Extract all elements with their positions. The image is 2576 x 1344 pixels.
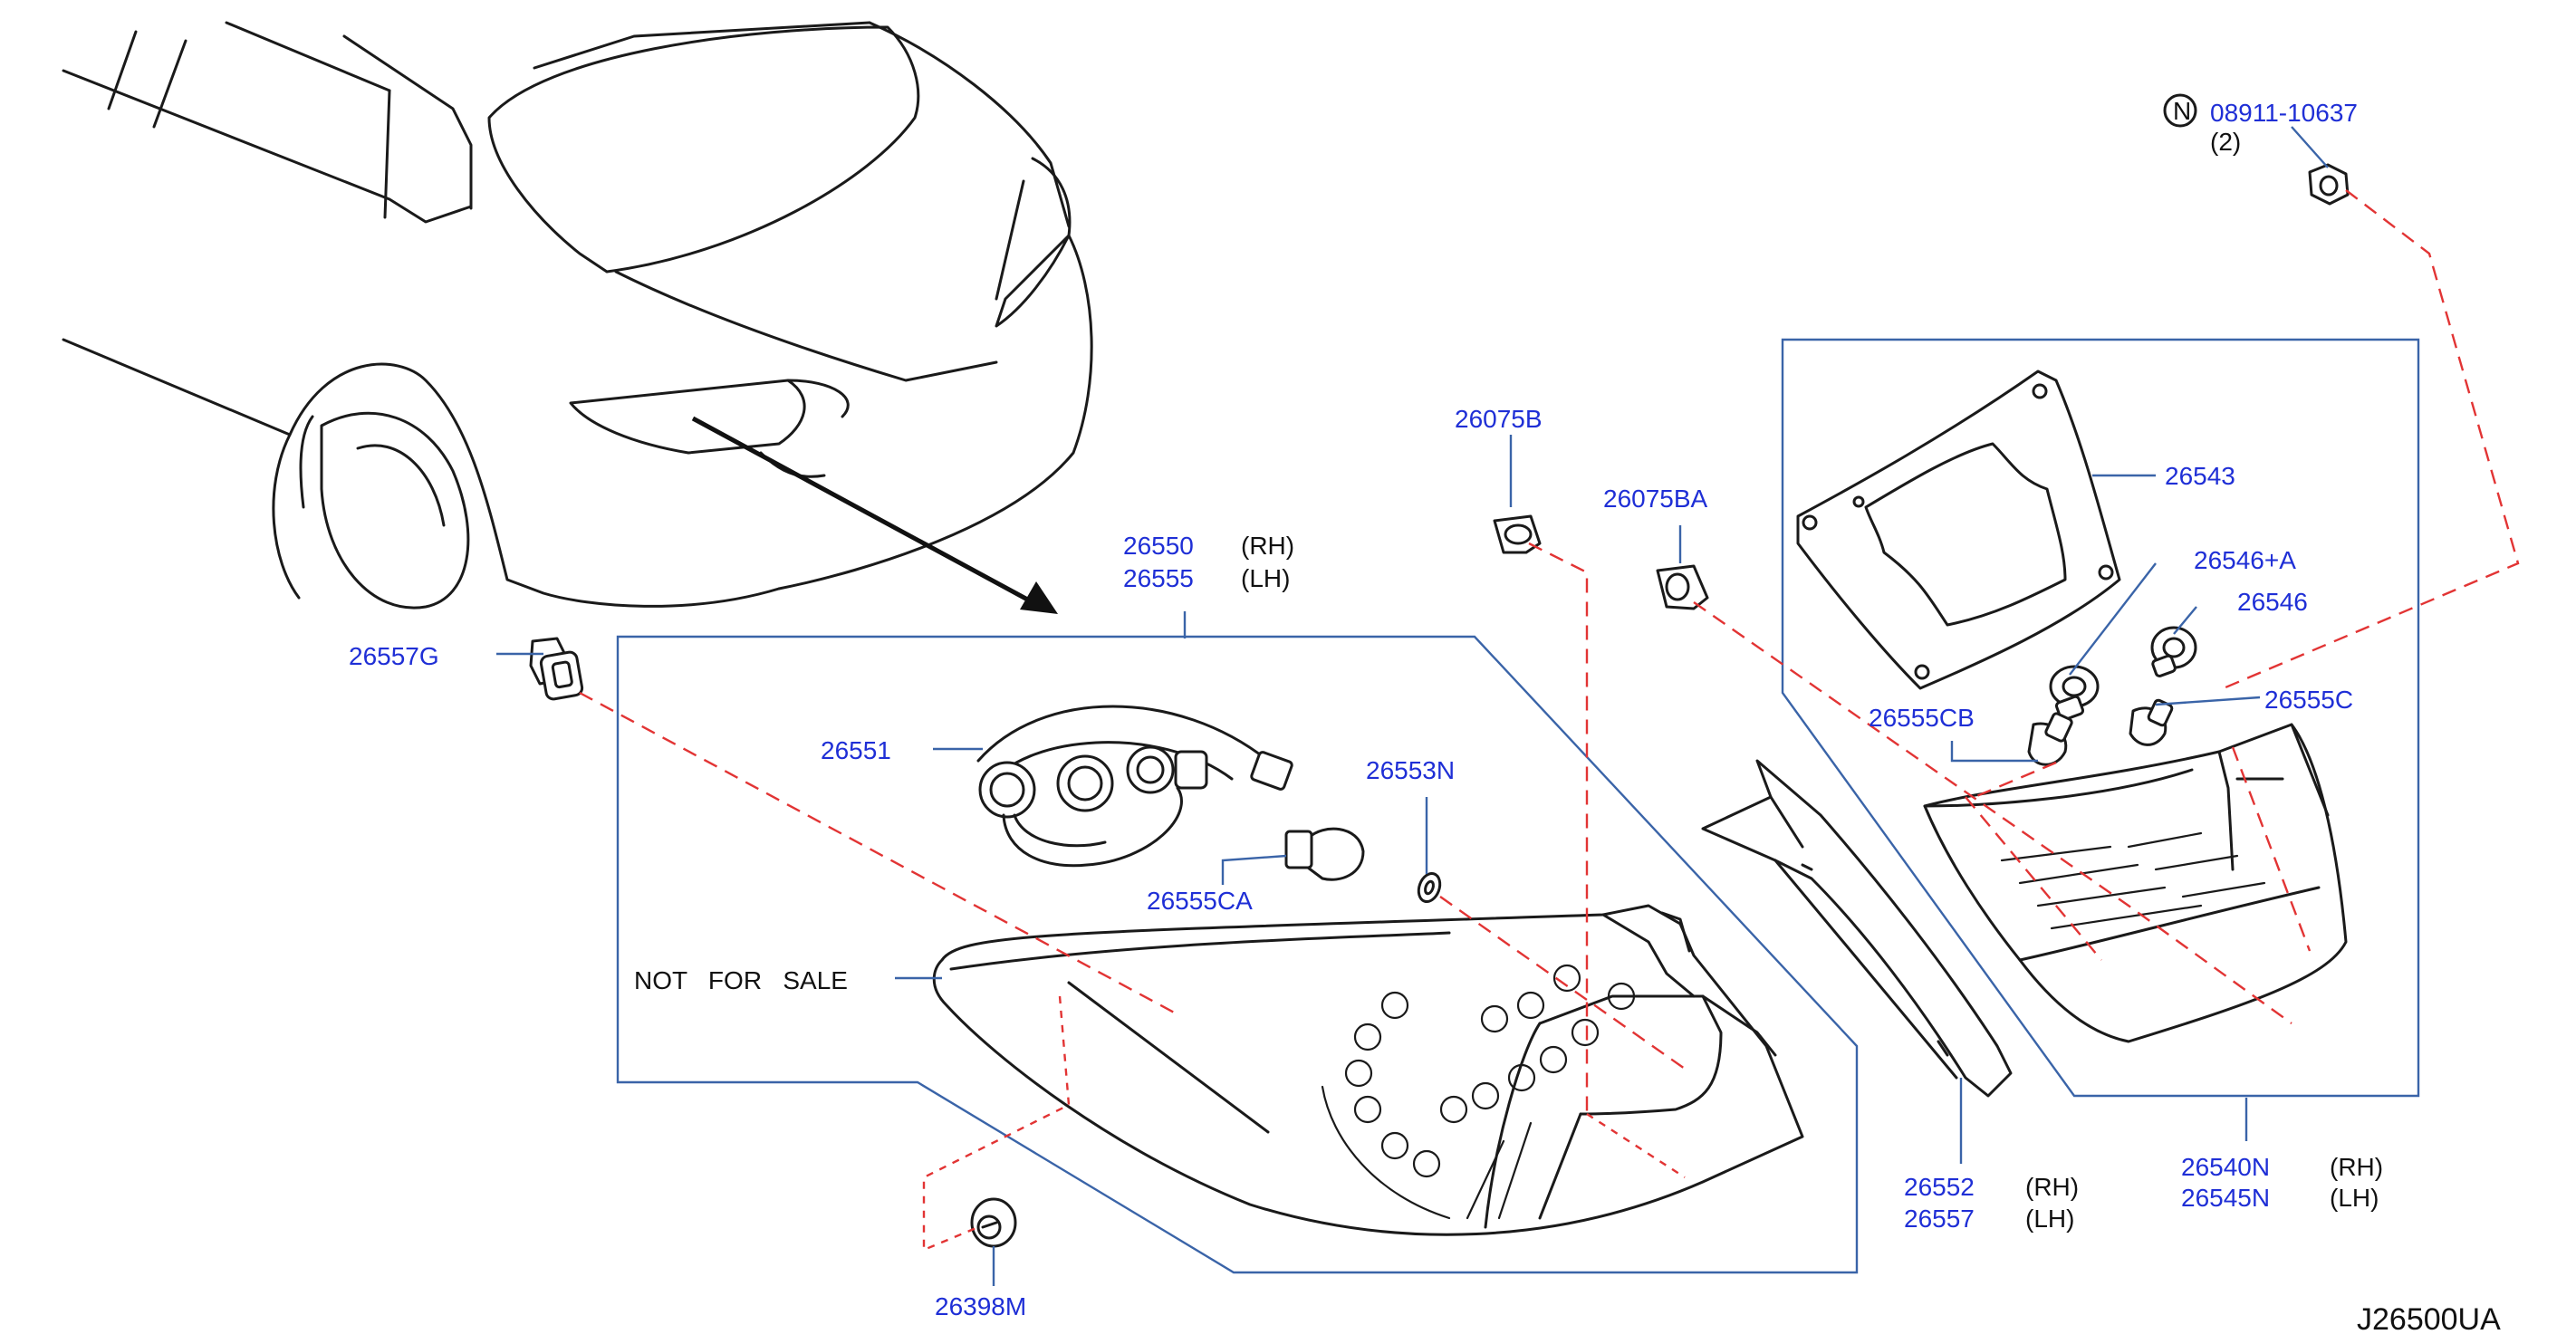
inner-lamp-boundary bbox=[1781, 338, 2420, 1098]
label-26075B: 26075B bbox=[1455, 405, 1543, 433]
label-26398M: 26398M bbox=[935, 1292, 1026, 1320]
bulb-26555C bbox=[2129, 698, 2174, 746]
label-26557-lh: (LH) bbox=[2025, 1205, 2074, 1233]
label-26555-lh: (LH) bbox=[1241, 564, 1290, 592]
lamp-finisher-26552 bbox=[1701, 759, 2013, 1098]
label-26555CB: 26555CB bbox=[1869, 704, 1975, 732]
nut-08911-10637 bbox=[2163, 93, 2350, 206]
diagram-reference-id: J26500UA bbox=[2357, 1302, 2501, 1337]
label-26555CA: 26555CA bbox=[1147, 887, 1253, 915]
label-26540N: 26540N bbox=[2181, 1153, 2270, 1181]
bulb-26555CB bbox=[2027, 712, 2073, 766]
bulb-socket-harness bbox=[976, 705, 1293, 868]
socket-26398M bbox=[970, 1197, 1017, 1248]
vehicle-rear-illustration bbox=[62, 21, 1093, 610]
label-26557: 26557 bbox=[1904, 1205, 1975, 1233]
label-26546A: 26546+A bbox=[2194, 546, 2296, 574]
label-26552-rh: (RH) bbox=[2025, 1173, 2079, 1201]
grommet-26557G bbox=[529, 637, 584, 701]
label-26555C: 26555C bbox=[2264, 686, 2353, 714]
socket-26546 bbox=[2150, 626, 2197, 677]
direction-arrow bbox=[691, 416, 1058, 614]
label-26545N-lh: (LH) bbox=[2330, 1184, 2379, 1212]
label-26552: 26552 bbox=[1904, 1173, 1975, 1201]
label-26075BA: 26075BA bbox=[1603, 485, 1708, 513]
gasket-26553N bbox=[1417, 872, 1442, 903]
label-26553N: 26553N bbox=[1366, 756, 1455, 784]
label-26550-rh: (RH) bbox=[1241, 532, 1294, 560]
label-26557G: 26557G bbox=[349, 642, 439, 670]
nut-symbol: N bbox=[2173, 97, 2191, 125]
clip-26075BA bbox=[1656, 564, 1709, 610]
label-26546: 26546 bbox=[2237, 588, 2308, 616]
label-26540N-rh: (RH) bbox=[2330, 1153, 2383, 1181]
labels: N 08911-10637 (2) 26075B 26075BA 26543 2… bbox=[349, 97, 2501, 1337]
lamp-assembly-boundary bbox=[616, 635, 1859, 1274]
label-26555: 26555 bbox=[1123, 564, 1194, 592]
not-for-sale-note: NOT FOR SALE bbox=[634, 966, 848, 994]
gasket-26543 bbox=[1796, 370, 2121, 690]
label-26545N: 26545N bbox=[2181, 1184, 2270, 1212]
label-nut-qty: (2) bbox=[2210, 128, 2241, 156]
leader-lines bbox=[496, 126, 2329, 1286]
socket-26546A bbox=[2049, 665, 2100, 722]
inner-lamp-26540N bbox=[1923, 723, 2348, 1043]
dashed-connectors bbox=[579, 189, 2520, 1252]
bulb-26555CA bbox=[1284, 827, 1365, 881]
label-26551: 26551 bbox=[821, 736, 891, 764]
clip-26075B bbox=[1493, 514, 1542, 554]
nut-symbol-circle bbox=[2163, 93, 2197, 128]
rear-combination-lamp bbox=[932, 904, 1804, 1236]
label-26550: 26550 bbox=[1123, 532, 1194, 560]
label-26543: 26543 bbox=[2165, 462, 2235, 490]
label-08911-10637: 08911-10637 bbox=[2210, 99, 2358, 127]
